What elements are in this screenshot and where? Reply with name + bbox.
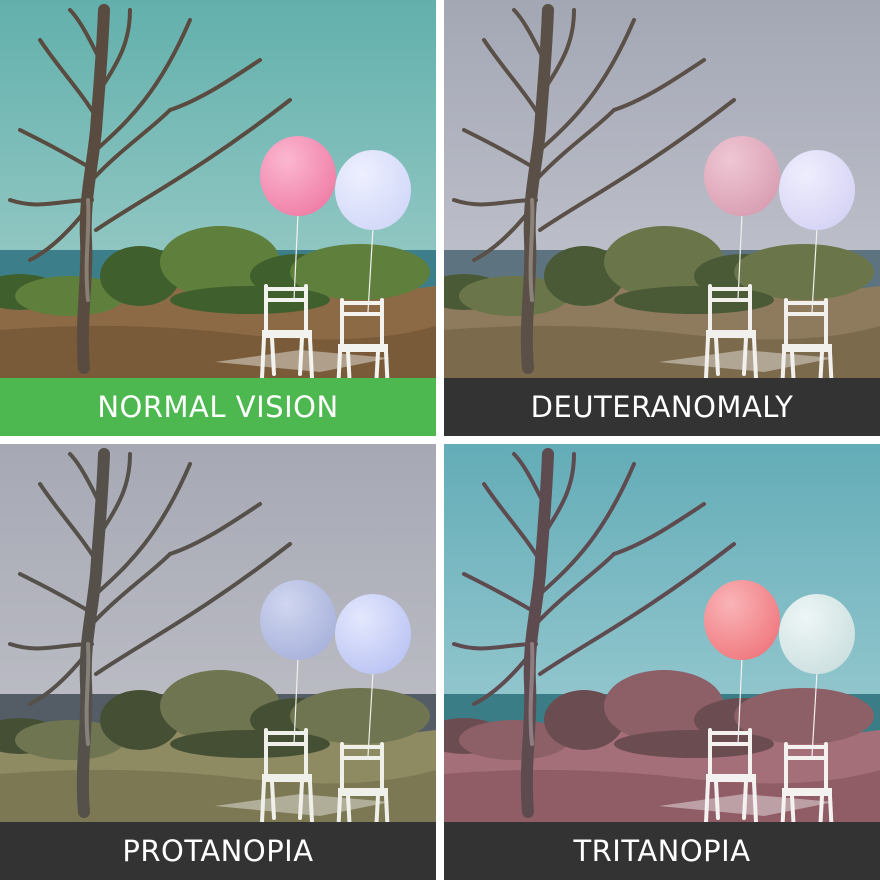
ground-shadow	[0, 325, 436, 378]
scene-image	[0, 0, 436, 378]
balloon-right	[335, 594, 411, 674]
bush	[459, 276, 569, 316]
bush	[544, 246, 624, 306]
balloon-left	[704, 136, 780, 216]
bush	[100, 246, 180, 306]
balloon-right	[779, 594, 855, 674]
ground-shadow	[444, 325, 880, 378]
balloon-string	[367, 227, 374, 313]
bush	[170, 286, 330, 314]
scene-image	[0, 444, 436, 822]
chair-left	[704, 284, 758, 378]
panel-tritanopia: TRITANOPIA	[444, 444, 880, 880]
balloon-string	[293, 657, 299, 745]
bush	[290, 688, 430, 744]
panel-protanopia: PROTANOPIA	[0, 444, 436, 880]
balloon-string	[811, 227, 818, 313]
bare-tree	[452, 448, 736, 818]
balloon-right	[335, 150, 411, 230]
bush	[604, 226, 724, 298]
bush	[734, 688, 874, 744]
panel-normal-vision: NORMAL VISION	[0, 0, 436, 436]
chair-right	[780, 298, 834, 378]
balloon-string	[293, 213, 299, 301]
bush	[15, 276, 125, 316]
bush	[100, 690, 180, 750]
bush	[734, 244, 874, 300]
bush	[160, 670, 280, 742]
bush	[459, 720, 569, 760]
balloon-string	[811, 671, 818, 757]
bush	[604, 670, 724, 742]
bush	[614, 286, 774, 314]
bare-tree	[452, 4, 736, 374]
bare-tree	[8, 448, 292, 818]
bare-tree	[8, 4, 292, 374]
ground-shadow	[0, 769, 436, 822]
caption-deuteranomaly: DEUTERANOMALY	[444, 378, 880, 436]
bush	[544, 690, 624, 750]
scene-image	[444, 444, 880, 822]
caption-normal-vision: NORMAL VISION	[0, 378, 436, 436]
balloon-string	[737, 213, 743, 301]
balloon-right	[779, 150, 855, 230]
caption-tritanopia: TRITANOPIA	[444, 822, 880, 880]
bush	[160, 226, 280, 298]
balloon-left	[260, 580, 336, 660]
caption-protanopia: PROTANOPIA	[0, 822, 436, 880]
chair-left	[260, 728, 314, 822]
chair-right	[336, 742, 390, 822]
chair-right	[780, 742, 834, 822]
chair-left	[260, 284, 314, 378]
bush	[614, 730, 774, 758]
panel-deuteranomaly: DEUTERANOMALY	[444, 0, 880, 436]
chair-left	[704, 728, 758, 822]
balloon-left	[260, 136, 336, 216]
balloon-string	[737, 657, 743, 745]
balloon-string	[367, 671, 374, 757]
balloon-left	[704, 580, 780, 660]
ground-shadow	[444, 769, 880, 822]
scene-image	[444, 0, 880, 378]
bush	[290, 244, 430, 300]
chair-right	[336, 298, 390, 378]
bush	[170, 730, 330, 758]
bush	[15, 720, 125, 760]
